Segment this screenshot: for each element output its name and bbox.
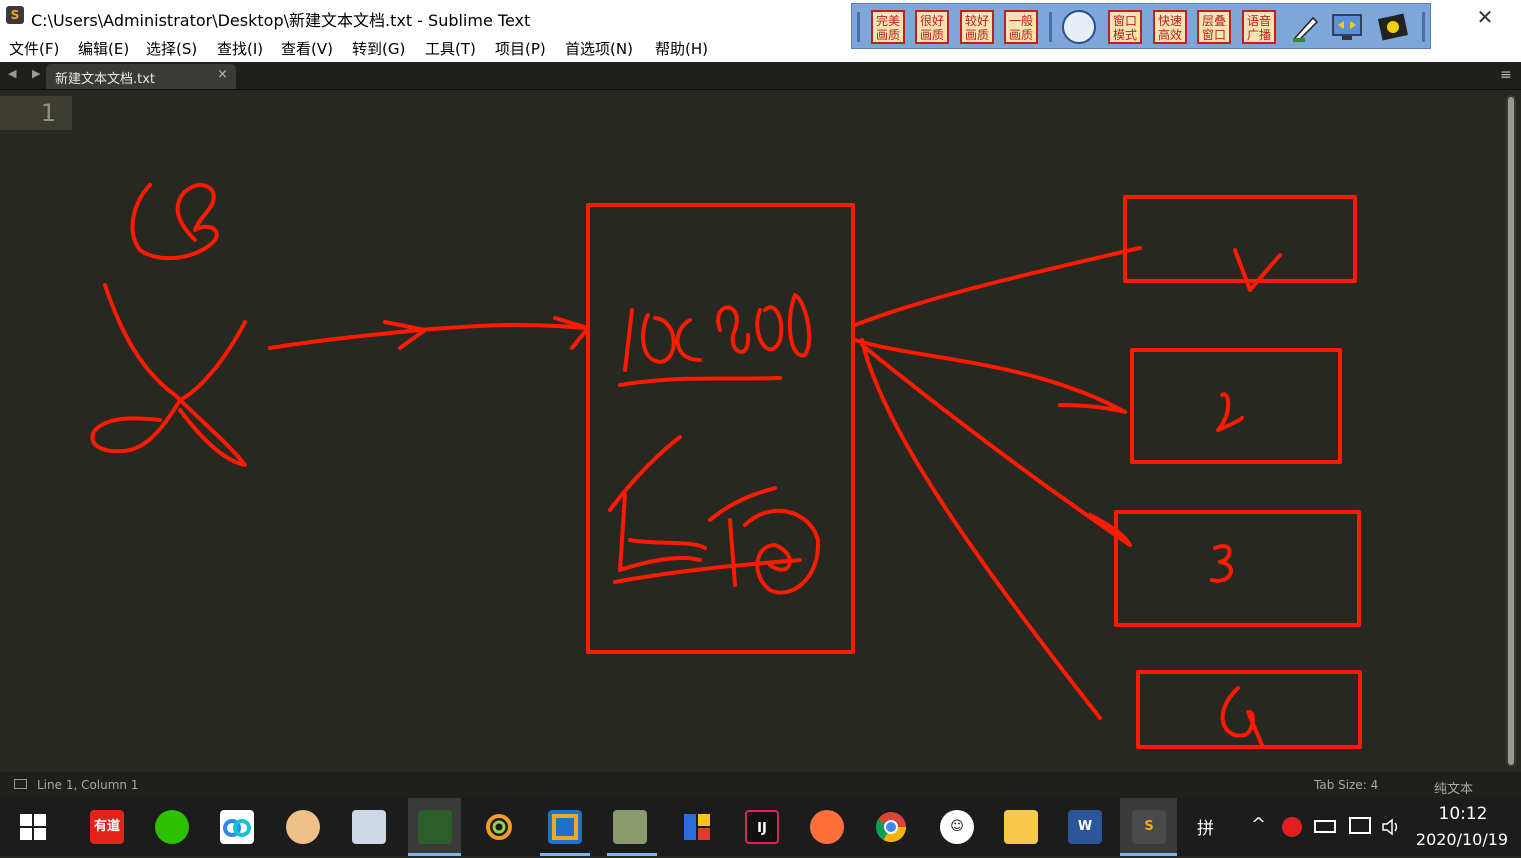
baidu-netdisk-icon[interactable] <box>220 810 254 844</box>
fast-mode-button[interactable]: 快速高效 <box>1153 10 1187 44</box>
menu-project[interactable]: 项目(P) <box>495 40 546 58</box>
menu-tools[interactable]: 工具(T) <box>425 40 476 58</box>
film-icon[interactable] <box>1376 10 1410 44</box>
tab-close-icon[interactable]: × <box>217 67 228 82</box>
avatar-app-icon[interactable] <box>286 810 320 844</box>
line-number: 1 <box>40 99 56 127</box>
running-indicator <box>408 853 461 856</box>
menu-file[interactable]: 文件(F) <box>9 40 60 58</box>
window-title: C:\Users\Administrator\Desktop\新建文本文档.tx… <box>31 11 531 30</box>
tab-size-selector[interactable]: Tab Size: 4 <box>1314 778 1379 792</box>
windows-app-icon[interactable] <box>680 810 714 844</box>
menu-preferences[interactable]: 首选项(N) <box>565 40 633 58</box>
monitor-icon[interactable] <box>1330 10 1364 44</box>
intellij-idea-icon[interactable]: IJ <box>745 810 779 844</box>
running-indicator <box>1120 853 1177 856</box>
voice-broadcast-button[interactable]: 语音广播 <box>1242 10 1276 44</box>
ime-indicator[interactable]: 拼 <box>1197 819 1214 839</box>
close-window-button[interactable]: ✕ <box>1476 5 1494 29</box>
tab-menu-icon[interactable]: ≡ <box>1500 67 1512 83</box>
running-indicator <box>540 853 590 856</box>
current-line-highlight <box>0 96 72 130</box>
wechat-icon[interactable] <box>155 810 189 844</box>
scrollbar-thumb[interactable] <box>1508 97 1514 765</box>
pin-icon[interactable] <box>1062 10 1096 44</box>
editor-area[interactable]: 1 <box>0 90 1521 772</box>
firefox-icon[interactable] <box>810 810 844 844</box>
perfect-quality-button[interactable]: 完美画质 <box>871 10 905 44</box>
status-bar: Line 1, Column 1 Tab Size: 4 纯文本 <box>0 772 1521 798</box>
clock-time[interactable]: 10:12 <box>1438 804 1488 824</box>
show-hidden-icons-chevron[interactable]: ^ <box>1251 814 1267 835</box>
menu-edit[interactable]: 编辑(E) <box>78 40 130 58</box>
record-icon[interactable] <box>1282 817 1302 837</box>
good-quality-button[interactable]: 很好画质 <box>915 10 949 44</box>
window-mode-button[interactable]: 窗口模式 <box>1108 10 1142 44</box>
capture-toolbar: 完美画质 很好画质 较好画质 一般画质 窗口模式 快速高效 层叠窗口 语音广播 <box>851 3 1431 49</box>
menu-goto[interactable]: 转到(G) <box>352 40 406 58</box>
swirl-app-icon[interactable] <box>482 810 516 844</box>
youdao-dict-icon[interactable]: 有道 <box>90 810 124 844</box>
magnifier-app-icon[interactable] <box>352 810 386 844</box>
better-quality-button[interactable]: 较好画质 <box>960 10 994 44</box>
toolbar-separator <box>1422 12 1425 42</box>
menu-find[interactable]: 查找(I) <box>217 40 264 58</box>
file-explorer-icon[interactable] <box>1004 810 1038 844</box>
panel-toggle-icon[interactable] <box>14 779 27 789</box>
cascade-window-button[interactable]: 层叠窗口 <box>1197 10 1231 44</box>
photo-viewer-icon[interactable] <box>613 810 647 844</box>
word-icon[interactable]: W <box>1068 810 1102 844</box>
menu-selection[interactable]: 选择(S) <box>146 40 198 58</box>
remote-desktop-icon[interactable] <box>548 810 582 844</box>
syntax-selector[interactable]: 纯文本 <box>1434 782 1474 797</box>
normal-quality-button[interactable]: 一般画质 <box>1004 10 1038 44</box>
running-indicator <box>607 853 657 856</box>
menu-bar: 文件(F) 编辑(E) 选择(S) 查找(I) 查看(V) 转到(G) 工具(T… <box>0 34 1521 62</box>
chrome-icon[interactable] <box>874 810 908 844</box>
pen-icon[interactable] <box>1287 10 1321 44</box>
toolbar-separator <box>1049 12 1052 42</box>
clock-date[interactable]: 2020/10/19 <box>1415 830 1509 849</box>
start-windows-icon[interactable] <box>20 814 48 842</box>
tab-bar: ◀ ▶ 新建文本文档.txt × ≡ <box>0 62 1521 90</box>
windows-taskbar: 有道 IJ ☺ W S 拼 ^ 10:12 2020/10/19 <box>0 798 1521 856</box>
sublime-text-taskbar-icon[interactable]: S <box>1132 810 1166 844</box>
toolbar-separator <box>857 12 860 42</box>
cursor-position: Line 1, Column 1 <box>37 778 139 792</box>
volume-icon[interactable] <box>1381 818 1401 836</box>
battery-icon[interactable] <box>1314 820 1336 833</box>
menu-view[interactable]: 查看(V) <box>281 40 333 58</box>
sublime-app-icon: S <box>6 6 24 24</box>
menu-help[interactable]: 帮助(H) <box>655 40 708 58</box>
smiley-app-icon[interactable]: ☺ <box>940 810 974 844</box>
tab-label: 新建文本文档.txt <box>55 72 156 87</box>
network-icon[interactable] <box>1349 817 1371 834</box>
tab-new-text-document[interactable]: 新建文本文档.txt × <box>46 64 236 89</box>
tab-nav-arrows[interactable]: ◀ ▶ <box>8 67 47 80</box>
recorder-app-icon[interactable] <box>418 810 452 844</box>
